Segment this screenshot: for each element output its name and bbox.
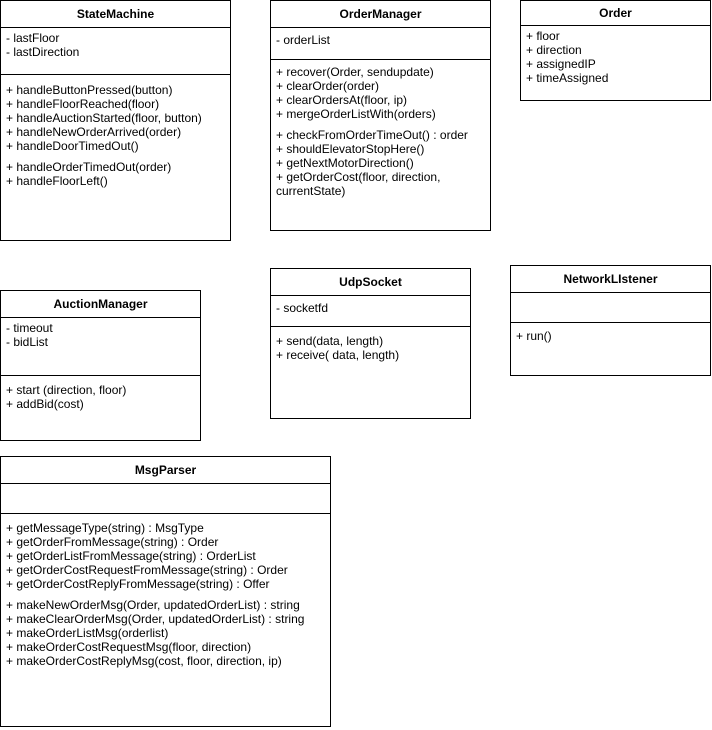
attribute-section: - socketfd [271, 296, 470, 327]
class-name: Order [521, 1, 710, 26]
method-section: + handleButtonPressed(button) + handleFl… [1, 75, 230, 188]
method-section: + start (direction, floor) + addBid(cost… [1, 376, 200, 411]
method: + makeOrderCostReplyMsg(cost, floor, dir… [6, 654, 282, 668]
class-msg-parser: MsgParser + getMessageType(string) : Msg… [0, 456, 331, 727]
method: + receive( data, length) [276, 348, 400, 362]
method: + mergeOrderListWith(orders) [276, 107, 436, 121]
class-udp-socket: UdpSocket - socketfd + send(data, length… [270, 268, 471, 419]
class-auction-manager: AuctionManager - timeout - bidList + sta… [0, 290, 201, 441]
attribute: - lastDirection [6, 45, 80, 59]
attribute: - socketfd [276, 301, 329, 315]
class-name: AuctionManager [1, 291, 200, 318]
method: + clearOrder(order) [276, 79, 380, 93]
attribute: - bidList [6, 335, 49, 349]
attribute: + timeAssigned [526, 71, 609, 85]
class-network-listener: NetworkLIstener + run() [510, 265, 711, 376]
method: + checkFromOrderTimeOut() : order [276, 128, 468, 142]
class-name: OrderManager [271, 1, 490, 28]
attribute-section: - lastFloor - lastDirection [1, 28, 230, 75]
attribute-section [511, 293, 710, 323]
method: + handleButtonPressed(button) [6, 83, 173, 97]
method: + shouldElevatorStopHere() [276, 142, 425, 156]
attribute: + assignedIP [526, 57, 596, 71]
method: + makeOrderListMsg(orderlist) [6, 626, 169, 640]
method: + send(data, length) [276, 334, 384, 348]
class-state-machine: StateMachine - lastFloor - lastDirection… [0, 0, 231, 241]
attribute-section: - orderList [271, 28, 490, 60]
method: + getNextMotorDirection() [276, 156, 414, 170]
attribute-section [1, 484, 330, 514]
method: + addBid(cost) [6, 397, 84, 411]
attribute-section: + floor + direction + assignedIP + timeA… [521, 26, 710, 85]
method: + getOrderFromMessage(string) : Order [6, 535, 219, 549]
method: + start (direction, floor) [6, 383, 127, 397]
method: + makeOrderCostRequestMsg(floor, directi… [6, 640, 252, 654]
method: + getOrderCostReplyFromMessage(string) :… [6, 577, 270, 591]
method: + recover(Order, sendupdate) [276, 65, 434, 79]
method: + getOrderCost(floor, direction, current… [276, 170, 441, 198]
attribute: + floor [526, 29, 560, 43]
method: + getOrderListFromMessage(string) : Orde… [6, 549, 256, 563]
method: + run() [516, 329, 552, 343]
method: + handleNewOrderArrived(order) [6, 125, 182, 139]
attribute: - timeout [6, 321, 53, 335]
class-order-manager: OrderManager - orderList + recover(Order… [270, 0, 491, 231]
method: + makeClearOrderMsg(Order, updatedOrderL… [6, 612, 305, 626]
attribute: + direction [526, 43, 582, 57]
method: + clearOrdersAt(floor, ip) [276, 93, 408, 107]
class-name: UdpSocket [271, 269, 470, 296]
class-name: NetworkLIstener [511, 266, 710, 293]
method: + handleFloorLeft() [6, 174, 108, 188]
method: + getOrderCostRequestFromMessage(string)… [6, 563, 288, 577]
method: + handleDoorTimedOut() [6, 139, 139, 153]
method: + handleFloorReached(floor) [6, 97, 160, 111]
attribute: - orderList [276, 33, 331, 47]
method: + getMessageType(string) : MsgType [6, 521, 204, 535]
attribute: - lastFloor [6, 31, 60, 45]
method-section: + getMessageType(string) : MsgType + get… [1, 514, 330, 668]
class-name: StateMachine [1, 1, 230, 28]
attribute-section: - timeout - bidList [1, 318, 200, 376]
class-name: MsgParser [1, 457, 330, 484]
class-order: Order + floor + direction + assignedIP +… [520, 0, 711, 101]
method-section: + recover(Order, sendupdate) + clearOrde… [271, 60, 490, 198]
method-section: + run() [511, 323, 710, 343]
method: + handleAuctionStarted(floor, button) [6, 111, 202, 125]
method: + handleOrderTimedOut(order) [6, 160, 172, 174]
method: + makeNewOrderMsg(Order, updatedOrderLis… [6, 598, 300, 612]
method-section: + send(data, length) + receive( data, le… [271, 327, 470, 362]
